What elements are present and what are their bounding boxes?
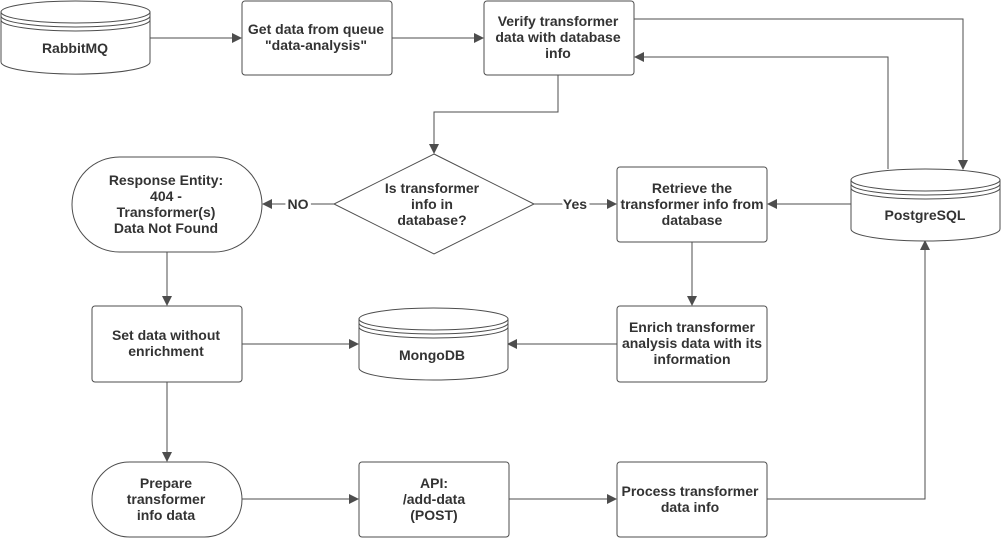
- node-label-line: enrichment: [128, 343, 204, 359]
- node-label-line: Prepare: [140, 475, 192, 491]
- node-label-line: Response Entity:: [109, 172, 223, 188]
- edge-process-to-postgresql: [767, 240, 930, 500]
- decision-diamond: [332, 153, 536, 255]
- node-label-line: transformer: [127, 491, 206, 507]
- node-label-line: transformer info from: [620, 196, 763, 212]
- postgresql-database: [850, 168, 1001, 242]
- node-label-line: API:: [420, 475, 448, 491]
- node-label-line: PostgreSQL: [885, 207, 966, 223]
- node-label-line: Transformer(s): [117, 204, 216, 220]
- edge-verify-to-decision: [429, 75, 559, 154]
- node-label-line: Is transformer: [385, 180, 480, 196]
- node-label-line: "data-analysis": [265, 37, 367, 53]
- edge-postgresql-to-verify: [634, 52, 889, 169]
- rabbitmq-label: RabbitMQ: [42, 40, 108, 56]
- get-data-box: [241, 0, 393, 76]
- set-data-box: [91, 305, 243, 383]
- response-label: Response Entity:404 -Transformer(s)Data …: [109, 172, 223, 236]
- node-label-line: information: [654, 351, 731, 367]
- node-label-line: info data: [137, 507, 196, 523]
- node-label-line: /add-data: [403, 491, 465, 507]
- edge-label-yes: Yes: [563, 196, 587, 212]
- node-label-line: Process transformer: [622, 483, 760, 499]
- node-label-line: 404 -: [150, 188, 182, 204]
- postgresql-label: PostgreSQL: [885, 207, 966, 223]
- rabbitmq-database: [0, 0, 151, 75]
- node-label-line: Enrich transformer: [629, 319, 756, 335]
- node-label-line: info in: [411, 196, 453, 212]
- node-label-line: RabbitMQ: [42, 40, 108, 56]
- node-label-line: database?: [397, 212, 466, 228]
- get-data-label: Get data from queue"data-analysis": [248, 21, 384, 53]
- node-label-line: Set data without: [112, 327, 220, 343]
- node-label-line: info: [545, 45, 571, 61]
- process-box: [616, 461, 768, 538]
- node-label-line: Get data from queue: [248, 21, 384, 37]
- node-label-line: Verify transformer: [498, 13, 619, 29]
- node-label-line: Data Not Found: [114, 220, 218, 236]
- labels: RabbitMQ Get data from queue"data-analys…: [42, 13, 966, 523]
- enrich-box: [616, 305, 768, 383]
- edges: [150, 18, 968, 504]
- node-label-line: database: [662, 212, 723, 228]
- api-label: API:/add-data(POST): [403, 475, 465, 523]
- retrieve-box: [616, 166, 768, 243]
- verify-box: [483, 0, 635, 76]
- mongodb-database: [358, 307, 509, 381]
- mongodb-label: MongoDB: [399, 347, 465, 363]
- response-terminal: [71, 156, 263, 253]
- node-label-line: analysis data with its: [622, 335, 762, 351]
- node-label-line: Retrieve the: [652, 180, 732, 196]
- prepare-terminal: [91, 461, 243, 538]
- api-box: [358, 461, 510, 538]
- node-label-line: data info: [661, 499, 719, 515]
- node-label-line: data with database: [495, 29, 620, 45]
- node-label-line: MongoDB: [399, 347, 465, 363]
- node-label-line: (POST): [410, 507, 457, 523]
- edge-verify-to-postgresql: [634, 18, 968, 170]
- edge-label-no: NO: [288, 196, 309, 212]
